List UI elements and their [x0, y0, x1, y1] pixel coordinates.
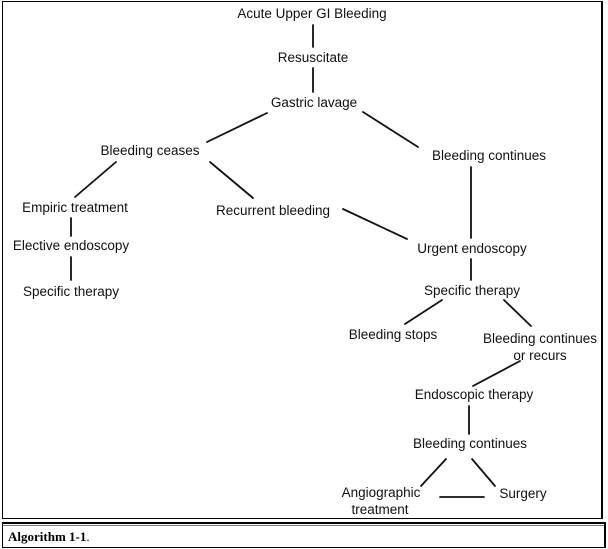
edge-recurrent-urgent — [342, 208, 408, 240]
node-specific-therapy-left: Specific therapy — [22, 284, 120, 299]
node-gastric-lavage: Gastric lavage — [270, 95, 358, 110]
edge-ceases-empiric — [74, 161, 117, 198]
node-elective-endoscopy: Elective endoscopy — [12, 238, 130, 253]
node-bleeding-continues-or-recurs-line1: Bleeding continues — [482, 331, 598, 346]
caption-label: Algorithm 1-1 — [8, 529, 87, 544]
edge-continues-recurs-endoscopic — [472, 360, 521, 387]
node-empiric-treatment: Empiric treatment — [22, 200, 128, 215]
node-acute-upper-gi-bleeding: Acute Upper GI Bleeding — [237, 6, 387, 21]
node-recurrent-bleeding: Recurrent bleeding — [215, 203, 331, 218]
node-angiographic-treatment-line2: treatment — [351, 502, 409, 517]
node-specific-therapy-right: Specific therapy — [423, 283, 521, 298]
edge-lavage-continues — [362, 111, 419, 148]
edge-specific-stops — [404, 299, 443, 325]
caption-box: Algorithm 1-1. — [2, 522, 606, 548]
node-surgery: Surgery — [499, 486, 547, 501]
figure-caption: Algorithm 1-1. — [8, 529, 90, 545]
edge-continues2-angio — [420, 458, 447, 487]
caption-suffix: . — [86, 529, 90, 544]
node-bleeding-continues: Bleeding continues — [431, 148, 547, 163]
diagram-edges — [70, 24, 532, 498]
node-bleeding-stops: Bleeding stops — [348, 327, 438, 342]
edge-specific-continues-recurs — [503, 299, 532, 327]
node-angiographic-treatment-line1: Angiographic — [341, 485, 421, 500]
node-bleeding-continues-or-recurs-line2: or recurs — [513, 348, 567, 363]
node-resuscitate: Resuscitate — [277, 50, 349, 65]
diagram-frame — [2, 1, 603, 519]
edge-lavage-ceases — [206, 112, 268, 143]
edge-continues2-surgery — [471, 458, 496, 487]
node-urgent-endoscopy: Urgent endoscopy — [417, 241, 527, 256]
edge-ceases-recurrent — [209, 161, 254, 199]
node-bleeding-ceases: Bleeding ceases — [100, 143, 200, 158]
node-endoscopic-therapy: Endoscopic therapy — [414, 387, 534, 402]
node-bleeding-continues-2: Bleeding continues — [412, 436, 528, 451]
